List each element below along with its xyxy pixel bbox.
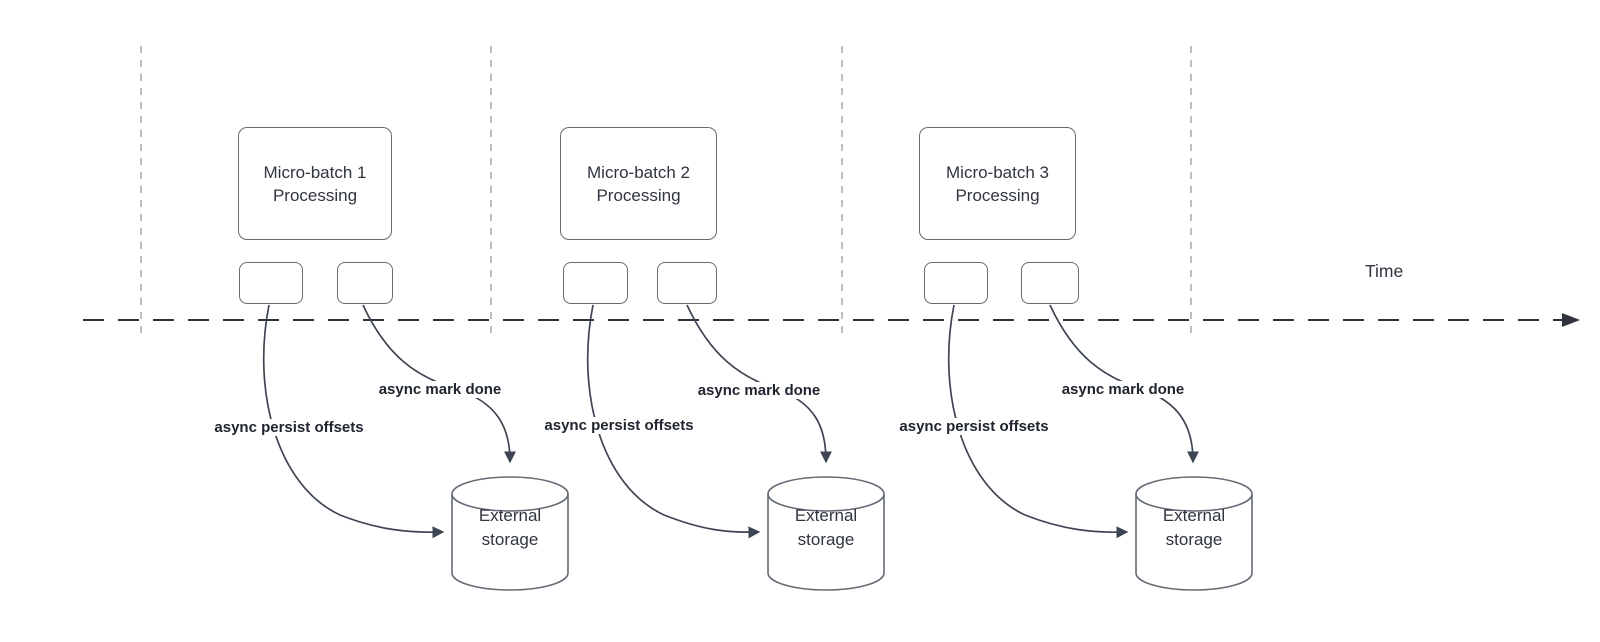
mark-done-task-box-1 bbox=[337, 262, 393, 304]
timeline-arrowhead bbox=[1562, 313, 1580, 327]
persist-task-box-1 bbox=[239, 262, 303, 304]
persist-offsets-connector-3 bbox=[947, 304, 1129, 539]
persist-offsets-label-3: async persist offsets bbox=[896, 418, 1052, 435]
persist-offsets-connector-1 bbox=[262, 304, 445, 539]
micro-batch-label-3: Micro-batch 3 Processing bbox=[946, 162, 1049, 205]
mark-done-label-2: async mark done bbox=[694, 382, 824, 399]
micro-batch-box-1: Micro-batch 1 Processing bbox=[238, 127, 392, 240]
micro-batch-label-2: Micro-batch 2 Processing bbox=[587, 162, 690, 205]
storage-label-3: External storage bbox=[1162, 506, 1226, 549]
storage-cylinder bbox=[451, 476, 569, 591]
micro-batch-box-2: Micro-batch 2 Processing bbox=[560, 127, 717, 240]
storage-cylinder bbox=[767, 476, 885, 591]
storage-label-2: External storage bbox=[794, 506, 858, 549]
storage-cylinder bbox=[1135, 476, 1253, 591]
persist-task-box-2 bbox=[563, 262, 628, 304]
mark-done-label-3: async mark done bbox=[1058, 381, 1188, 398]
mark-done-label-1: async mark done bbox=[375, 381, 505, 398]
time-axis-label: Time bbox=[1365, 261, 1404, 281]
micro-batch-box-3: Micro-batch 3 Processing bbox=[919, 127, 1076, 240]
storage-label-1: External storage bbox=[478, 506, 542, 549]
mark-done-task-box-2 bbox=[657, 262, 717, 304]
micro-batch-label-1: Micro-batch 1 Processing bbox=[263, 162, 367, 205]
persist-task-box-3 bbox=[924, 262, 988, 304]
persist-offsets-connector-2 bbox=[586, 304, 761, 539]
persist-offsets-label-1: async persist offsets bbox=[211, 419, 367, 436]
persist-offsets-label-2: async persist offsets bbox=[541, 417, 697, 434]
mark-done-task-box-3 bbox=[1021, 262, 1079, 304]
